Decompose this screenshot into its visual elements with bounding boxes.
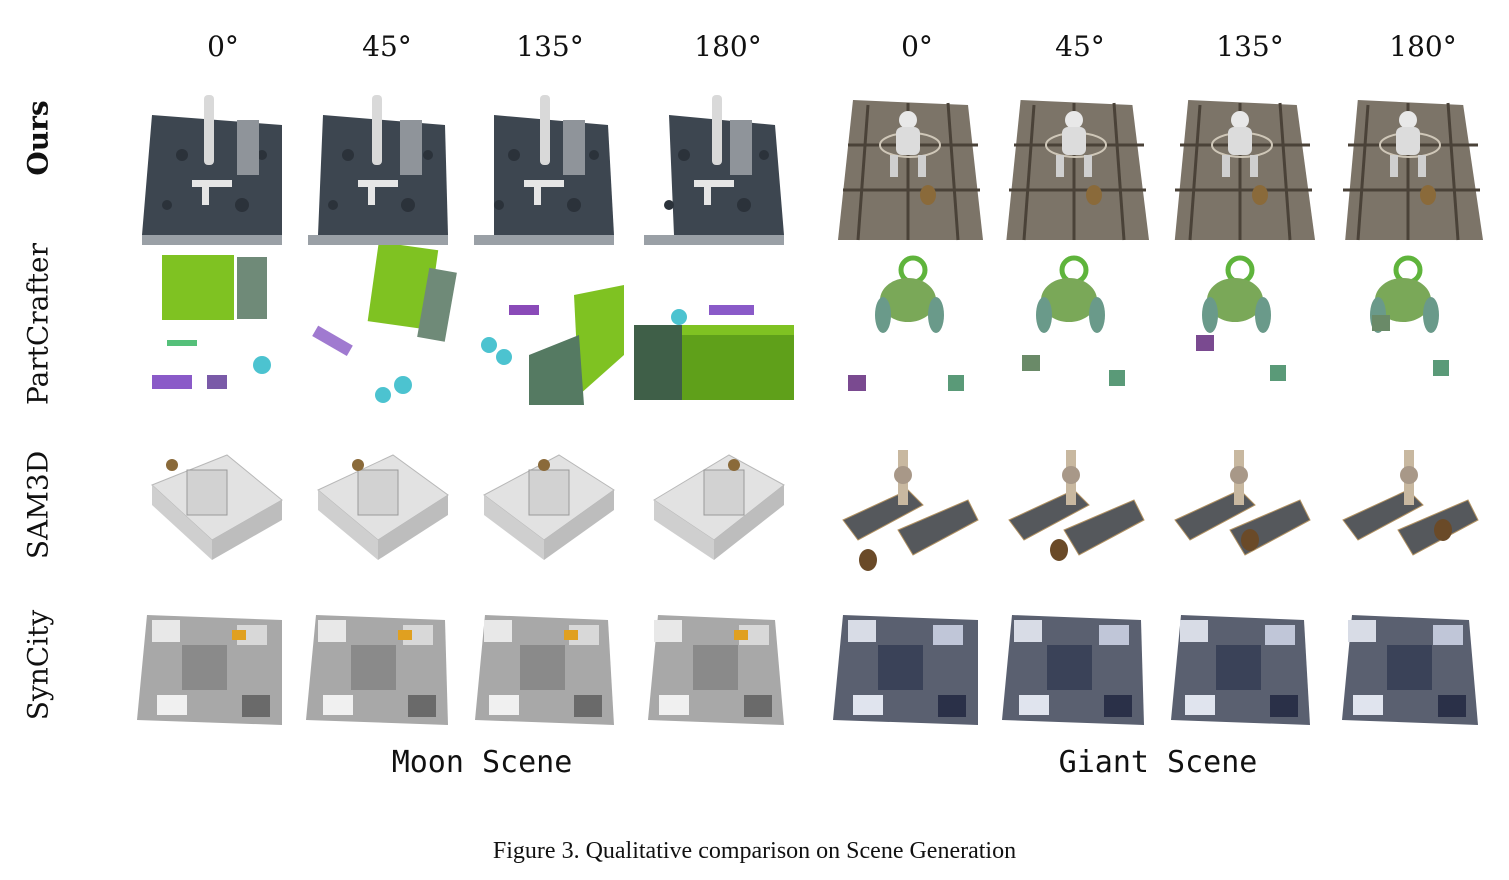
rendered-scene-image [152, 255, 271, 389]
rendered-scene-image [1342, 450, 1479, 556]
angle-header-1: 45° [362, 30, 412, 63]
figure-caption: Figure 3. Qualitative comparison on Scen… [492, 838, 1017, 864]
thumbnail-syncity-giant-2 [1160, 600, 1320, 760]
thumbnail-sam3d-moon-2 [464, 430, 624, 590]
thumbnail-sam3d-giant-2 [1160, 430, 1320, 590]
thumbnail-partcrafter-moon-1 [298, 245, 458, 405]
thumbnail-ours-giant-0 [828, 85, 988, 245]
thumbnail-syncity-giant-1 [994, 600, 1154, 760]
rendered-scene-image [481, 285, 624, 405]
scene-label-giant: Giant Scene [1058, 745, 1258, 780]
angle-header-4: 0° [901, 30, 933, 63]
thumbnail-partcrafter-giant-0 [828, 245, 988, 405]
thumbnail-sam3d-giant-0 [828, 430, 988, 590]
rendered-scene-image [838, 100, 983, 241]
rendered-scene-image [848, 255, 964, 391]
rendered-scene-image [475, 615, 614, 725]
thumbnail-ours-moon-1 [298, 85, 458, 245]
rendered-scene-image [312, 245, 457, 403]
thumbnail-syncity-moon-2 [464, 600, 624, 760]
thumbnail-ours-giant-1 [994, 85, 1154, 245]
thumbnail-sam3d-moon-1 [298, 430, 458, 590]
rendered-scene-image [1196, 255, 1286, 381]
rendered-scene-image [306, 615, 448, 725]
rendered-scene-image [142, 95, 282, 245]
rendered-scene-image [1008, 450, 1145, 561]
row-label-ours: Ours [21, 100, 55, 176]
thumbnail-syncity-giant-0 [828, 600, 988, 760]
thumbnail-ours-moon-3 [634, 85, 794, 245]
row-label-syncity: SynCity [21, 609, 55, 721]
rendered-scene-image [634, 305, 794, 400]
rendered-scene-image [1006, 100, 1149, 241]
thumbnail-ours-moon-2 [464, 85, 624, 245]
angle-header-5: 45° [1055, 30, 1105, 63]
row-label-partcrafter: PartCrafter [21, 243, 55, 405]
rendered-scene-image [1174, 450, 1311, 556]
rendered-scene-image [151, 454, 283, 560]
thumbnail-ours-giant-3 [1328, 85, 1488, 245]
thumbnail-ours-giant-2 [1160, 85, 1320, 245]
row-label-sam3d: SAM3D [21, 450, 55, 560]
thumbnail-partcrafter-moon-3 [634, 245, 794, 405]
rendered-scene-image [842, 450, 979, 571]
rendered-scene-image [1370, 255, 1449, 376]
thumbnail-syncity-giant-3 [1328, 600, 1488, 760]
rendered-scene-image [1174, 100, 1315, 241]
angle-header-7: 180° [1389, 30, 1457, 63]
thumbnail-sam3d-giant-3 [1328, 430, 1488, 590]
thumbnail-sam3d-moon-0 [132, 430, 292, 590]
thumbnail-partcrafter-moon-0 [132, 245, 292, 405]
rendered-scene-image [317, 454, 449, 560]
thumbnail-partcrafter-moon-2 [464, 245, 624, 405]
thumbnail-partcrafter-giant-1 [994, 245, 1154, 405]
angle-header-3: 180° [694, 30, 762, 63]
rendered-scene-image [137, 615, 282, 725]
rendered-scene-image [1022, 255, 1125, 386]
rendered-scene-image [648, 615, 784, 725]
thumbnail-ours-moon-0 [132, 85, 292, 245]
rendered-scene-image [308, 95, 448, 245]
rendered-scene-image [474, 95, 614, 245]
thumbnail-syncity-moon-3 [634, 600, 794, 760]
angle-header-2: 135° [516, 30, 584, 63]
rendered-scene-image [833, 615, 978, 725]
thumbnail-sam3d-moon-3 [634, 430, 794, 590]
angle-header-0: 0° [207, 30, 239, 63]
thumbnail-sam3d-giant-1 [994, 430, 1154, 590]
rendered-scene-image [483, 454, 615, 560]
thumbnail-syncity-moon-0 [132, 600, 292, 760]
rendered-scene-image [1002, 615, 1144, 725]
scene-label-moon: Moon Scene [391, 745, 573, 780]
rendered-scene-image [653, 454, 785, 560]
rendered-scene-image [644, 95, 784, 245]
rendered-scene-image [1342, 615, 1478, 725]
rendered-scene-image [1343, 100, 1483, 241]
thumbnail-partcrafter-giant-2 [1160, 245, 1320, 405]
thumbnail-syncity-moon-1 [298, 600, 458, 760]
angle-header-6: 135° [1216, 30, 1284, 63]
thumbnail-partcrafter-giant-3 [1328, 245, 1488, 405]
rendered-scene-image [1171, 615, 1310, 725]
